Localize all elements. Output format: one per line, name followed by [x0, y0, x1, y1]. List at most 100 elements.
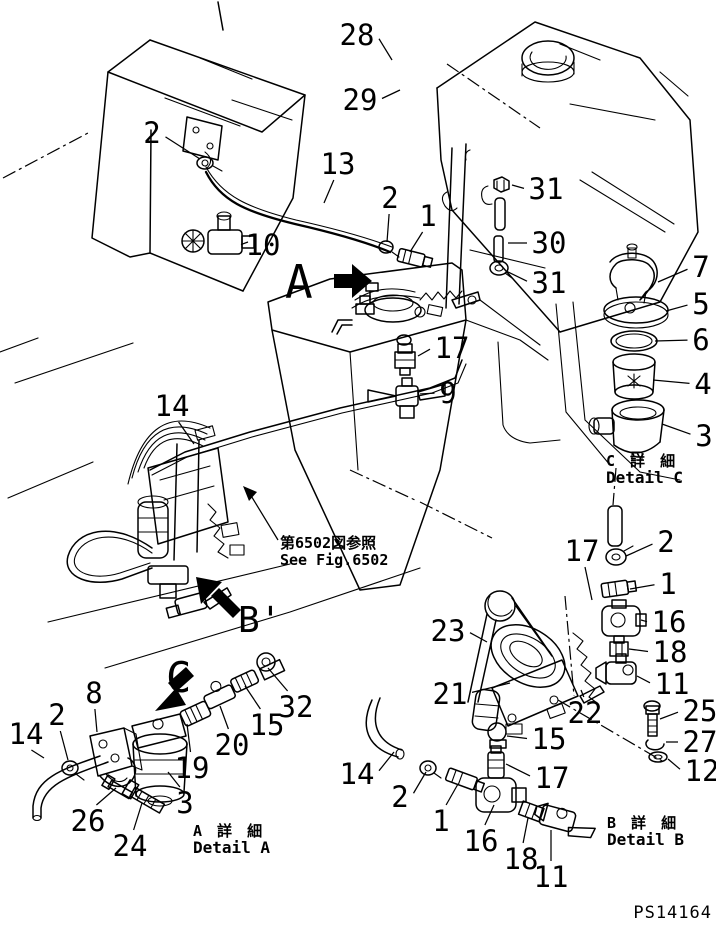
- callout-leader-4: [653, 380, 690, 383]
- callout-25: 25: [683, 694, 716, 728]
- callout-22: 22: [568, 696, 603, 730]
- callout-16: 16: [464, 824, 499, 858]
- callout-28: 28: [340, 18, 375, 52]
- callout-leader-17: [418, 349, 430, 356]
- see-fig-note-jp: 第6502図参照: [280, 534, 376, 552]
- callout-leader-1: [630, 585, 655, 589]
- clamp-tube-30-31-drawing: [446, 144, 512, 308]
- callout-leader-3: [168, 772, 180, 787]
- callout-10: 10: [246, 228, 281, 262]
- callout-leader-7: [658, 269, 688, 282]
- callout-8: 8: [85, 676, 102, 710]
- callout-leader-1: [410, 232, 423, 252]
- callout-leader-17: [585, 567, 592, 600]
- detail-a-drawing: [33, 653, 285, 821]
- callout-29: 29: [343, 83, 378, 117]
- callout-leader-1: [446, 784, 458, 805]
- callout-leader-28: [379, 39, 392, 60]
- engine-assembly-drawing: [67, 421, 244, 620]
- callout-leader-14: [379, 752, 394, 771]
- callout-leader-12: [668, 759, 680, 769]
- callout-leader-2: [166, 137, 201, 159]
- valve-10-drawing: [182, 212, 254, 254]
- callout-leader-5: [666, 305, 688, 311]
- view-arrow-a: [334, 264, 372, 298]
- callout-leader-24: [134, 803, 142, 830]
- detail-caption-en-0: Detail C: [606, 468, 683, 487]
- callout-18: 18: [653, 635, 688, 669]
- callout-15: 15: [250, 708, 285, 742]
- callout-leader-14: [179, 422, 194, 444]
- callout-leader-13: [324, 180, 334, 203]
- callout-leader-22: [581, 690, 584, 697]
- callout-leader-14: [31, 750, 44, 758]
- callout-24: 24: [113, 829, 148, 863]
- see-fig-note-arrow: [243, 486, 278, 540]
- callout-leader-3: [662, 424, 691, 434]
- callout-leader-2: [387, 214, 389, 242]
- callout-leader-31: [512, 185, 524, 188]
- callout-30: 30: [532, 226, 567, 260]
- callout-15: 15: [532, 722, 567, 756]
- right-tank-drawing: [437, 22, 698, 332]
- chain-lines: [3, 64, 664, 762]
- callout-leader-31: [506, 271, 527, 281]
- callout-1: 1: [432, 804, 449, 838]
- machine-frame-lines: [0, 338, 420, 668]
- callout-leader-15: [245, 686, 260, 709]
- pipe-14-drawing: [150, 360, 466, 475]
- callout-19: 19: [175, 751, 210, 785]
- callout-26: 26: [71, 804, 106, 838]
- callout-23: 23: [431, 614, 466, 648]
- callout-3: 3: [695, 419, 712, 453]
- detail-caption-jp-0: C 詳 細: [606, 452, 678, 470]
- callout-3: 3: [176, 786, 193, 820]
- callout-27: 27: [683, 725, 716, 759]
- callout-11: 11: [655, 667, 690, 701]
- callout-31: 31: [532, 266, 567, 300]
- callout-leader-19: [187, 724, 191, 752]
- callout-18: 18: [504, 842, 539, 876]
- detail-caption-jp-2: B 詳 細: [607, 814, 679, 832]
- callout-12: 12: [685, 754, 716, 788]
- callout-7: 7: [692, 250, 709, 284]
- callout-14: 14: [9, 717, 44, 751]
- callout-leader-6: [655, 340, 688, 341]
- callout-2: 2: [143, 116, 160, 150]
- view-arrow-c: [155, 667, 194, 711]
- see-fig-note-en: See Fig.6502: [280, 551, 388, 569]
- callout-leader-11: [637, 676, 650, 683]
- callout-4: 4: [694, 367, 711, 401]
- callout-leader-21: [472, 683, 510, 692]
- detail-caption-jp-1: A 詳 細: [193, 822, 265, 840]
- callout-leader-25: [660, 712, 678, 719]
- callout-31: 31: [529, 172, 564, 206]
- callout-leader-18: [629, 649, 648, 652]
- view-marker-a-label: A: [285, 255, 313, 309]
- callout-13: 13: [321, 147, 356, 181]
- callout-1: 1: [659, 567, 676, 601]
- callout-14: 14: [340, 757, 375, 791]
- callout-leader-2: [626, 544, 653, 556]
- view-marker-c-label: C: [166, 653, 191, 702]
- callout-2: 2: [657, 525, 674, 559]
- callout-17: 17: [565, 534, 600, 568]
- callout-6: 6: [692, 323, 709, 357]
- callout-leader-23: [470, 633, 487, 642]
- callout-2: 2: [391, 780, 408, 814]
- detail-caption-en-1: Detail A: [193, 838, 270, 857]
- callout-14: 14: [155, 389, 190, 423]
- detail-caption-en-2: Detail B: [607, 830, 684, 849]
- callout-leader-15: [507, 736, 527, 739]
- callout-leader-8: [95, 709, 97, 732]
- view-marker-b-label: B': [238, 600, 281, 641]
- callout-leader-20: [220, 706, 228, 729]
- callout-leader-32: [268, 668, 288, 691]
- callout-leader-17: [506, 764, 530, 776]
- callout-9: 9: [439, 376, 456, 410]
- detail-c-strainer-drawing: [589, 244, 668, 460]
- view-arrow-b: [196, 577, 241, 618]
- callout-20: 20: [215, 728, 250, 762]
